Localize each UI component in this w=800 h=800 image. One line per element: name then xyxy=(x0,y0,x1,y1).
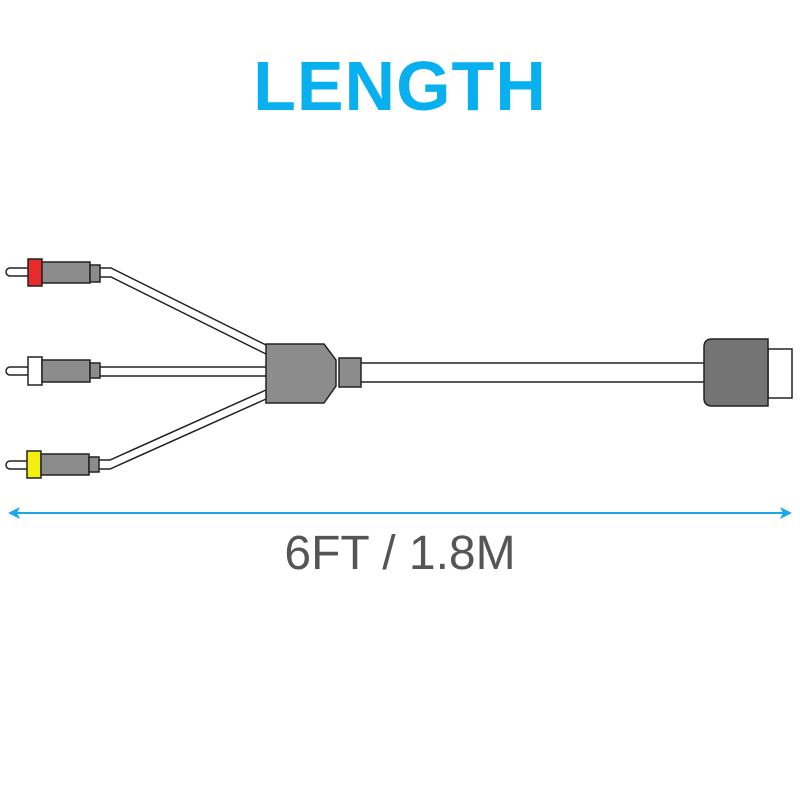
length-arrow xyxy=(8,507,792,519)
rca-plug-yellow xyxy=(5,450,100,479)
rca-plug-white xyxy=(5,356,101,386)
splitter-hub xyxy=(265,343,362,404)
rca-plug-red xyxy=(5,258,101,287)
av-multi-connector xyxy=(703,338,793,407)
cables xyxy=(99,267,705,470)
length-label: 6FT / 1.8M xyxy=(284,527,516,580)
title: LENGTH xyxy=(253,47,547,125)
